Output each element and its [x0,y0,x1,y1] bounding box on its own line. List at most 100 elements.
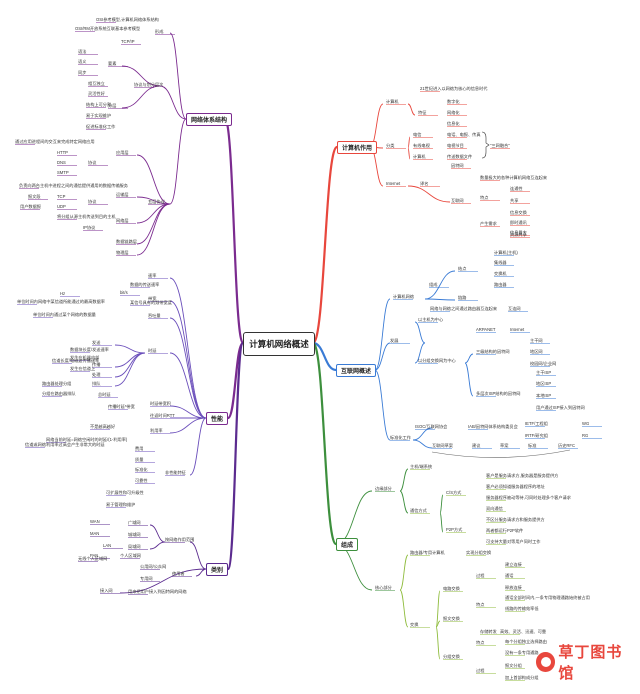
branch-performance[interactable]: 性能 [206,412,229,425]
node-p27[interactable]: 网络当前时延=网络空闲时的时延/(1-利用率) [46,437,128,442]
node-c4[interactable]: C/S方式 [446,490,462,495]
node-a28[interactable]: 运输层 [116,192,129,197]
node-i35[interactable]: 标准 [528,443,537,448]
node-p17[interactable]: 处理 [92,372,101,377]
node-i30[interactable]: WG [582,421,590,426]
node-a8[interactable]: 要素 [108,61,117,66]
node-k12[interactable]: 专用网 [140,576,153,581]
node-i13[interactable]: ARPANET [476,327,496,332]
node-p20[interactable]: 分组在路由器排队 [42,391,76,396]
node-i19[interactable]: 以分组交换网为中心 [418,358,456,363]
node-p16[interactable]: 传播 [92,362,101,367]
node-c7[interactable]: 服务器程序被动等待,可同时处理多个客户请求 [486,495,571,500]
node-p19[interactable]: 路由器处理分组 [42,381,72,386]
node-k3[interactable]: 城域网 [128,532,141,537]
node-i2[interactable]: 组成 [429,282,438,287]
node-r10[interactable]: 电视节目 [447,143,464,148]
node-p22[interactable]: 时延带宽积 [150,401,171,406]
node-i3[interactable]: 结点 [458,266,467,271]
node-i36[interactable]: 历史RFC [558,443,575,448]
node-r23[interactable]: 信息交换 [510,210,527,215]
node-r24[interactable]: 产生需求 [480,221,497,226]
node-c17[interactable]: 过程 [476,573,485,578]
node-c23[interactable]: 线路的传输效率低 [505,606,539,611]
node-p9[interactable]: 单位时间内通过某个网络的数据量 [33,312,96,317]
node-r13[interactable]: 分类 [386,143,395,148]
node-k15[interactable]: 无线个人区域网 [78,556,108,561]
node-c22[interactable]: 通话全部时间内,一条专用物理通路始终被占用 [505,595,590,600]
node-c19[interactable]: 通话 [505,573,514,578]
node-k1[interactable]: 按网络作用范围 [165,537,195,542]
node-p24[interactable]: 往返时间RTT [150,413,175,418]
node-c11[interactable]: 两者都运行P2P软件 [486,528,524,533]
node-k6[interactable]: WAN [90,519,100,524]
node-p18[interactable]: 排队 [92,381,101,386]
node-r18[interactable]: 互联网 [451,198,464,203]
node-a24[interactable]: UDP [57,204,66,209]
node-k14[interactable]: 接入网 [100,588,113,593]
node-k8[interactable]: LAN [103,543,112,548]
node-a23[interactable]: TCP [57,194,66,199]
node-a4[interactable]: 形成 [155,29,164,34]
node-p8[interactable]: 吞吐量 [148,313,161,318]
node-a9[interactable]: 相互独立 [88,81,105,86]
node-p26[interactable]: 不是越高越好 [90,424,116,429]
node-c6[interactable]: 客户必须知道服务器程序的地址 [486,484,545,489]
node-a12[interactable]: 易于实现维护 [86,113,112,118]
node-c25[interactable]: 报文交换 [443,616,460,621]
node-a3[interactable]: TCP/IP [121,39,135,44]
node-p14[interactable]: 信道长度/电磁波传播速率 [52,358,100,363]
node-r2[interactable]: 计算机 [386,99,399,104]
node-i22[interactable]: 本地ISP [536,393,552,398]
node-i33[interactable]: 建议 [472,443,481,448]
node-c28[interactable]: 高效、灵活、迅速、可靠 [500,629,547,634]
node-i11[interactable]: 发展 [390,338,399,343]
node-p3[interactable]: bit/s [120,290,128,295]
node-a34[interactable]: 将分组从源主机传送到目的主机 [57,214,116,219]
node-k10[interactable]: 使用者 [172,571,185,576]
node-i5[interactable]: 集线器 [494,260,507,265]
node-c21[interactable]: 特点 [476,602,485,607]
node-p7[interactable]: 单位时间内网络中某信道所能通过的最高数据率 [17,299,105,304]
node-r14[interactable]: "三网融合" [490,143,510,148]
node-a15[interactable]: 协议与划分层次 [134,82,164,87]
node-a14[interactable]: 分层 [108,103,117,108]
node-r25[interactable]: 即时通讯 [510,220,527,225]
node-a18[interactable]: DNS [57,160,66,165]
node-r16[interactable]: 译名 [420,181,429,186]
node-p33[interactable]: 可扩展性和可升级性 [106,490,144,495]
node-i10[interactable]: 互连网 [508,306,521,311]
node-k5[interactable]: 个人区域网 [120,553,141,558]
node-a26[interactable]: 用户数据报 [20,204,41,209]
node-a33[interactable]: 五层协议 [148,199,165,204]
node-a7[interactable]: 同步 [78,70,87,75]
node-p11[interactable]: 发送 [92,340,101,345]
node-a21[interactable]: 应用层 [116,150,129,155]
node-i26[interactable]: ISOC/互联网协会 [415,424,448,429]
node-i28[interactable]: IETF/工程组 [525,421,548,426]
branch-category[interactable]: 类别 [206,563,229,576]
node-i7[interactable]: 路由器 [494,282,507,287]
branch-internet-overview[interactable]: 互联网概述 [336,364,377,377]
node-c33[interactable]: 加上首部构成分组 [505,675,539,680]
branch-composition[interactable]: 组成 [336,538,359,551]
node-k11[interactable]: 公用网/公众网 [140,564,167,569]
central-topic[interactable]: 计算机网络概述 [243,332,315,356]
node-c20[interactable]: 释放连接 [505,585,522,590]
node-r21[interactable]: 连通性 [510,186,523,191]
node-c24[interactable]: 交换 [410,622,419,627]
node-p1[interactable]: 速率 [148,273,157,278]
node-p12[interactable]: 数据块长度/发送速率 [70,347,109,352]
node-i21[interactable]: 地区ISP [536,381,552,386]
node-c12[interactable]: 可支持大量对等用户同时工作 [486,539,541,544]
node-p28[interactable]: 非性能特征 [165,470,186,475]
node-p5[interactable]: 某信号具有的频带宽度 [130,300,172,305]
node-r11[interactable]: 计算机 [413,154,426,159]
node-a32[interactable]: 物理层 [116,250,129,255]
node-a6[interactable]: 语义 [78,59,87,64]
node-a13[interactable]: 促进标准化工作 [86,124,116,129]
node-c13[interactable]: 核心部分 [375,585,392,590]
node-a11[interactable]: 结构上可分割 [86,102,112,107]
node-i25[interactable]: 标准化工作 [390,435,411,440]
node-p21[interactable]: 总时延 [98,392,111,397]
